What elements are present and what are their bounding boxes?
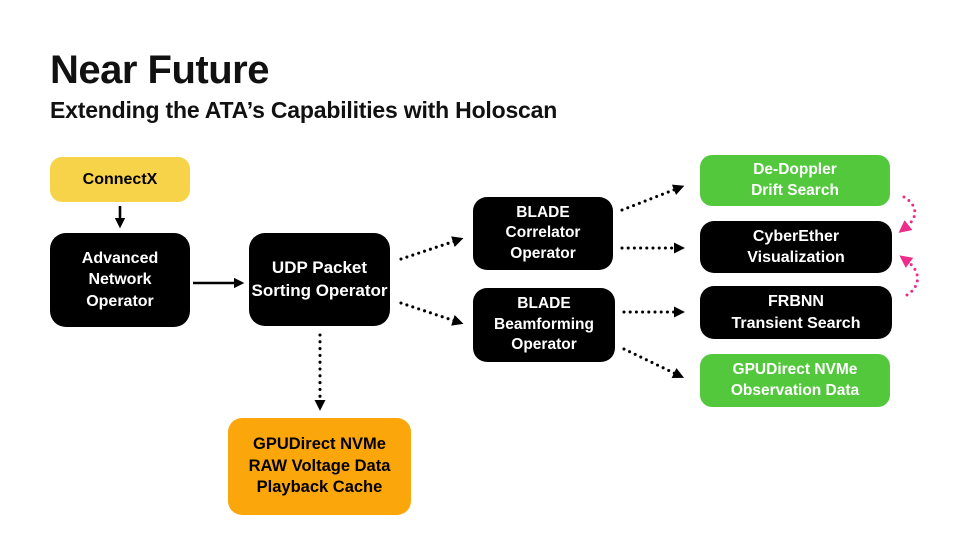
node-blade-correlator: BLADE Correlator Operator — [473, 197, 613, 270]
arrow-udp-to-correlator — [399, 236, 464, 261]
node-gpudirect-playback-cache: GPUDirect NVMe RAW Voltage Data Playback… — [228, 418, 411, 515]
node-udp-label: UDP Packet Sorting Operator — [251, 258, 388, 300]
page-subtitle: Extending the ATA’s Capabilities with Ho… — [50, 97, 558, 123]
arrow-correlator-to-dedoppler — [620, 184, 685, 212]
node-advanced-network-operator: Advanced Network Operator — [50, 233, 190, 327]
node-frbnn-label: FRBNN Transient Search — [731, 293, 861, 332]
node-playback-label: GPUDirect NVMe RAW Voltage Data Playback… — [248, 434, 391, 497]
node-cyberether-label: CyberEther Visualization — [747, 227, 845, 266]
node-udp-packet-sorting: UDP Packet Sorting Operator — [249, 233, 390, 326]
node-beamform-label: BLADE Beamforming Operator — [494, 295, 594, 354]
node-dedoppler-label: De-Doppler Drift Search — [751, 161, 839, 199]
arrow-dedoppler-to-cyberether-pink — [898, 195, 917, 233]
node-de-doppler-drift-search: De-Doppler Drift Search — [700, 155, 890, 206]
node-connectx-label: ConnectX — [82, 170, 158, 188]
arrow-frbnn-to-cyberether-pink — [899, 255, 919, 297]
node-correlator-label: BLADE Correlator Operator — [505, 203, 581, 262]
node-gpuobs-label: GPUDirect NVMe Observation Data — [730, 361, 860, 399]
page-title: Near Future — [50, 48, 270, 92]
node-ano-label: Advanced Network Operator — [81, 250, 159, 310]
node-blade-beamforming: BLADE Beamforming Operator — [473, 288, 615, 362]
node-gpudirect-observation-data: GPUDirect NVMe Observation Data — [700, 354, 890, 407]
node-cyberether-visualization: CyberEther Visualization — [700, 221, 892, 273]
arrow-beamforming-to-gpuobs — [622, 347, 685, 379]
arrow-udp-to-beamforming — [399, 301, 464, 326]
node-frbnn-transient-search: FRBNN Transient Search — [700, 286, 892, 339]
node-connectx: ConnectX — [50, 157, 190, 202]
